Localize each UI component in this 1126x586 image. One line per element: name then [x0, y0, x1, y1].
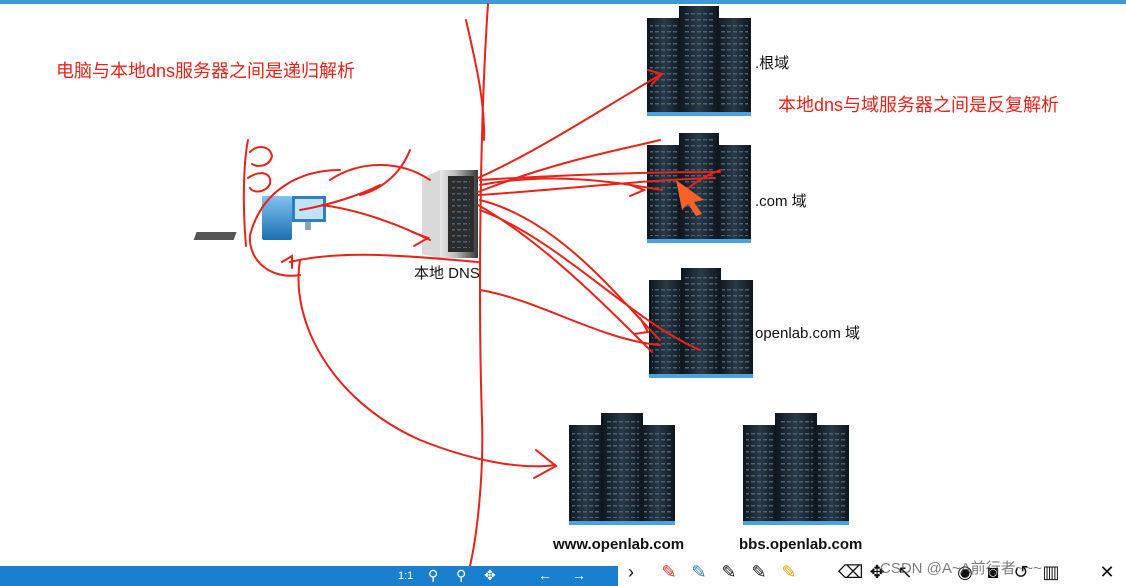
zoom-in-icon[interactable]: ⚲ — [456, 567, 467, 583]
select-cursor-icon[interactable]: ↖ — [897, 562, 913, 582]
pointer-cursor-icon — [676, 180, 704, 216]
move-tool-icon[interactable]: ✥ — [869, 562, 885, 582]
move-icon[interactable]: ✥ — [484, 567, 496, 583]
zoom-level: 1:1 — [398, 570, 414, 582]
zoom-out-icon[interactable]: ⚲ — [428, 567, 439, 583]
com-server-group — [647, 133, 751, 243]
trash-icon[interactable]: ▥ — [1042, 562, 1060, 582]
openlab-domain-label: openlab.com 域 — [755, 325, 861, 342]
eye-icon[interactable]: ◉ — [957, 562, 973, 582]
www-host-label: www.openlab.com — [553, 536, 685, 553]
iterative-note: 本地dns与域服务器之间是反复解析 — [778, 95, 1060, 115]
undo-icon[interactable]: ↺ — [1013, 562, 1029, 582]
openlab-server-group — [649, 268, 753, 378]
next-arrow-icon[interactable]: → — [572, 567, 586, 583]
collapse-chevron-icon[interactable]: › — [628, 562, 634, 582]
www-server-group — [569, 413, 675, 525]
recursive-note: 电脑与本地dns服务器之间是递归解析 — [56, 61, 356, 81]
local-dns-tower — [422, 170, 478, 258]
root-server-group — [647, 6, 751, 116]
blue-pen-icon[interactable]: ✎ — [691, 562, 707, 582]
black-pen-icon[interactable]: ✎ — [721, 562, 737, 582]
bbs-server-group — [743, 413, 849, 525]
eraser-icon[interactable]: ⌫ — [838, 562, 864, 582]
camera-icon[interactable]: ◙ — [987, 562, 999, 582]
highlighter-icon[interactable]: ✎ — [781, 562, 797, 582]
close-icon[interactable]: ✕ — [1099, 562, 1115, 582]
local-dns-label: 本地 DNS — [414, 265, 480, 282]
com-domain-label: .com 域 — [755, 193, 807, 210]
bbs-host-label: bbs.openlab.com — [739, 536, 863, 553]
top-accent-bar — [0, 0, 1126, 4]
prev-arrow-icon[interactable]: ← — [538, 567, 552, 583]
client-computer — [193, 196, 326, 240]
red-pen-icon[interactable]: ✎ — [661, 562, 677, 582]
red-annotations — [242, 3, 721, 567]
thin-pen-icon[interactable]: ✎ — [751, 562, 767, 582]
csdn-watermark: CSDN @A~A前行者~~~ — [880, 560, 1042, 577]
annotation-toolbar: › ✎ ✎ ✎ ✎ ✎ ⌫ ✥ ↖ ◉ ◙ ↺ ▥ ✕ — [618, 558, 1126, 586]
root-domain-label: .根域 — [755, 55, 790, 72]
